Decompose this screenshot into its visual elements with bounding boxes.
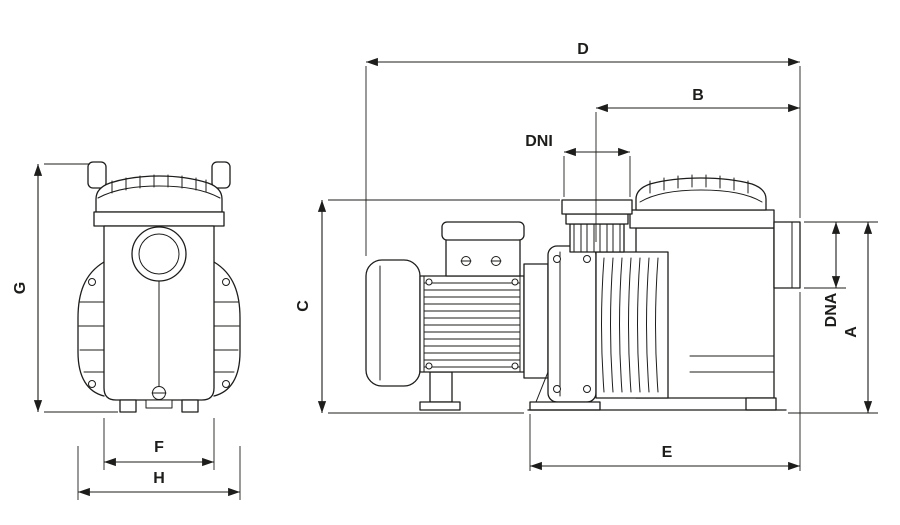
side-view bbox=[365, 174, 801, 411]
dimension-G: G bbox=[12, 163, 118, 413]
volute-ribs bbox=[601, 257, 659, 393]
wing-bolt bbox=[222, 380, 230, 388]
wing-bolt bbox=[88, 278, 96, 286]
lid-castellation-ticks bbox=[111, 174, 207, 194]
seal-plate-bolt bbox=[583, 255, 591, 263]
dimension-D: D bbox=[365, 41, 801, 256]
seal-plate bbox=[547, 245, 597, 403]
terminal-box-lid bbox=[441, 221, 525, 241]
dimension-E: E bbox=[529, 292, 801, 471]
bracket-gusset bbox=[535, 371, 549, 403]
wing-left bbox=[77, 261, 105, 397]
motor-bolt bbox=[511, 278, 519, 286]
dim-label-b: B bbox=[692, 87, 704, 104]
front-view bbox=[77, 161, 241, 413]
lid-lug-right bbox=[211, 161, 231, 189]
side-port bbox=[773, 221, 801, 289]
dim-label-dna: DNA bbox=[823, 292, 840, 327]
lid-ring bbox=[93, 211, 225, 227]
dim-label-a: A bbox=[843, 326, 860, 338]
dim-label-c: C bbox=[295, 300, 312, 312]
wing-bolt bbox=[88, 380, 96, 388]
wing-ribs bbox=[78, 301, 240, 373]
strainer-lid-ticks bbox=[649, 174, 749, 194]
motor-bolt bbox=[425, 362, 433, 370]
lid-lug-left bbox=[87, 161, 107, 189]
dim-label-g: G bbox=[12, 282, 29, 294]
seal-plate-bolt bbox=[583, 385, 591, 393]
motor-end-cap bbox=[365, 259, 421, 387]
motor-cooling-fins bbox=[423, 275, 521, 373]
seal-plate-bolt bbox=[553, 385, 561, 393]
foot-right bbox=[181, 399, 199, 413]
top-port-flange bbox=[561, 199, 633, 215]
motor-foot-base bbox=[419, 401, 461, 411]
seal-plate-bolt bbox=[553, 255, 561, 263]
terminal-box bbox=[445, 237, 521, 277]
dimension-DNA: DNA bbox=[804, 221, 878, 327]
dimension-DNI: DNI bbox=[525, 133, 631, 197]
dim-label-f: F bbox=[154, 439, 164, 456]
dim-label-dni: DNI bbox=[525, 133, 553, 150]
motor-bolt bbox=[511, 362, 519, 370]
bracket-base bbox=[529, 401, 601, 411]
dim-label-h: H bbox=[153, 470, 165, 487]
foot-center bbox=[145, 399, 173, 409]
motor-pump-adapter bbox=[523, 263, 549, 379]
dim-label-d: D bbox=[577, 41, 589, 58]
dimension-A: A bbox=[788, 222, 878, 414]
tank-foot bbox=[745, 397, 777, 411]
dimension-F: F bbox=[103, 418, 215, 470]
lid-dome bbox=[95, 175, 223, 213]
volute-housing bbox=[595, 251, 669, 399]
foot-left bbox=[119, 399, 137, 413]
dimension-C: C bbox=[295, 199, 560, 414]
motor-body bbox=[419, 275, 525, 373]
top-port-neck bbox=[569, 223, 625, 253]
dim-label-e: E bbox=[662, 444, 673, 461]
top-port-collar bbox=[565, 213, 629, 225]
tank-rib-lines bbox=[689, 355, 775, 373]
sight-glass-inner bbox=[138, 233, 180, 275]
dimension-B: B bbox=[595, 87, 800, 242]
strainer-lid-dome bbox=[635, 177, 767, 211]
wing-bolt bbox=[222, 278, 230, 286]
strainer-lid-ring bbox=[629, 209, 775, 229]
wing-right bbox=[213, 261, 241, 397]
motor-bolt bbox=[425, 278, 433, 286]
top-port-threads bbox=[573, 223, 621, 253]
strainer-lid-inner-line bbox=[639, 189, 763, 203]
dimension-H: H bbox=[77, 446, 241, 500]
motor-foot bbox=[429, 371, 453, 403]
